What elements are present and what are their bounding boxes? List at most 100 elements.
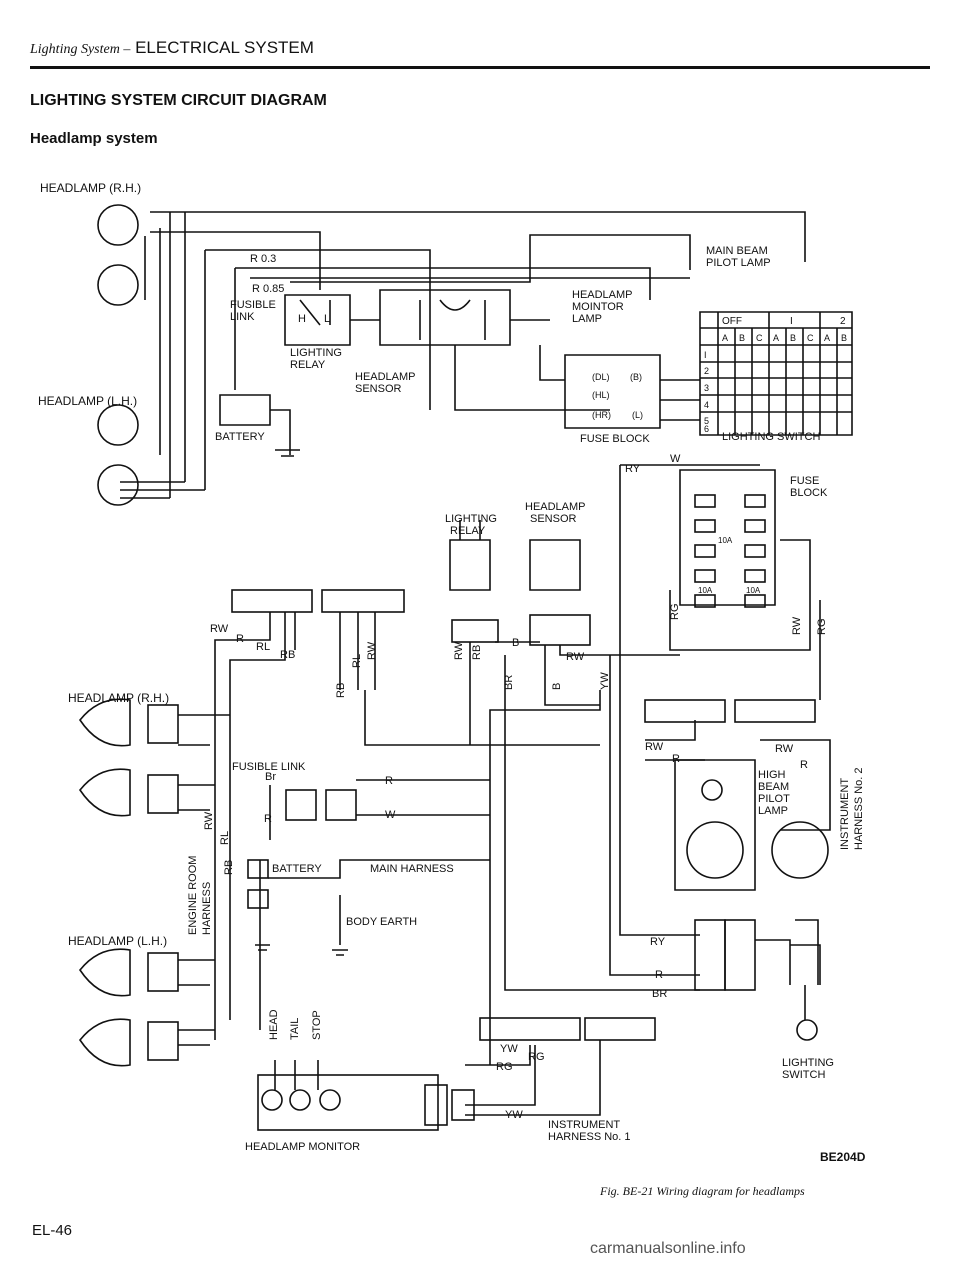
label-relay: RELAY [290,359,326,371]
label-hl: (HL) [592,390,610,400]
header-rule [30,66,930,69]
label-fuse-10a-2: 10A [698,586,713,595]
switch-pos-off: OFF [722,316,742,327]
label-pilot-lamp: PILOT LAMP [706,257,771,269]
wire-rb-v: RB [335,683,347,698]
label-main-beam: MAIN BEAM [706,245,768,257]
wire-br-lower: BR [652,988,667,1000]
wire-yw-v: YW [599,672,611,690]
switch-pos-1: I [790,316,793,327]
switch-col-c2: C [807,333,814,343]
label-instrument-v: INSTRUMENT [839,778,851,850]
wire-r-3: R [800,759,808,771]
label-tail-v: TAIL [289,1018,301,1040]
label-body-earth: BODY EARTH [346,916,417,928]
switch-col-c1: C [756,333,763,343]
label-instrument-harness-1-a: INSTRUMENT [548,1119,620,1131]
wire-b-1: B [512,637,519,649]
label-fuse-lower: FUSE [790,475,819,487]
wire-r-1: R [236,633,244,645]
switch-col-a2: A [773,333,779,343]
figure-caption: Fig. BE-21 Wiring diagram for headlamps [600,1184,805,1198]
switch-row-3: 3 [704,383,709,393]
wire-rw-v4: RW [203,811,215,830]
label-head-v: HEAD [268,1009,280,1040]
switch-row-6: 6 [704,424,709,434]
wire-rw-v3: RW [791,616,803,635]
wire-rb-1: RB [280,649,295,661]
label-engine-room-v: ENGINE ROOM [187,856,199,935]
wire-b-v: B [551,683,563,690]
wire-rg-v1: RG [669,604,681,621]
label-fusible: FUSIBLE [230,299,276,311]
wire-r-5: R [264,813,272,825]
wire-rb-v2: RB [471,645,483,660]
label-fuse-block-top: FUSE BLOCK [580,433,650,445]
header-section: Lighting System – ELECTRICAL SYSTEM [30,38,314,57]
label-stop-v: STOP [311,1010,323,1040]
wire-rw-4: RW [775,743,794,755]
label-ry-top: RY [625,463,641,475]
label-b-term: (B) [630,372,642,382]
label-headlamp-sensor-lower-b: SENSOR [530,513,577,525]
wire-rl-1: RL [256,641,270,653]
label-l-term: (L) [632,410,643,420]
label-headlamp-monitor-bottom: HEADLAMP MONITOR [245,1141,360,1153]
wire-rb-v3: RB [223,860,235,875]
label-fuse-085: R 0.85 [252,283,284,295]
switch-row-5: 5 [704,416,709,426]
label-main-harness: MAIN HARNESS [370,863,454,875]
label-headlamp-rh-top: HEADLAMP (R.H.) [40,181,141,195]
label-lighting: LIGHTING [290,347,342,359]
label-link: LINK [230,311,255,323]
wire-rw-v2: RW [453,641,465,660]
switch-col-a3: A [824,333,830,343]
label-headlamp-monitor-a: HEADLAMP [572,289,633,301]
wire-br-v: BR [503,675,515,690]
label-headlamp-monitor-c: LAMP [572,313,602,325]
wire-rw-1: RW [210,623,229,635]
label-headlamp-lh-lower: HEADLAMP (L.H.) [68,934,167,948]
wire-br: Br [265,771,276,783]
label-lighting-relay-lower-b: RELAY [450,525,486,537]
switch-row-1: I [704,350,707,360]
label-lighting-relay-lower-a: LIGHTING [445,513,497,525]
label-fusible-link-lower: FUSIBLE LINK [232,761,306,773]
label-h: H [298,313,306,325]
wire-r-2: R [672,753,680,765]
page-number: EL-46 [32,1222,73,1239]
label-headlamp-sensor-a: HEADLAMP [355,371,416,383]
label-lamp-lower: LAMP [758,805,788,817]
label-headlamp-rh-lower: HEADLAMP (R.H.) [68,691,169,705]
label-battery-lower: BATTERY [272,863,322,875]
figure-code: BE204D [820,1150,866,1164]
switch-col-a1: A [722,333,728,343]
label-l: L [324,313,330,325]
label-fuse-03: R 0.3 [250,253,276,265]
wire-w-2: W [385,809,396,821]
label-harness-no2-v: HARNESS No. 2 [853,767,865,850]
wire-rl-v2: RL [219,831,231,845]
wire-ry-lower: RY [650,936,666,948]
wire-r-4: R [385,775,393,787]
label-headlamp-monitor-b: MOINTOR [572,301,624,313]
switch-row-2: 2 [704,366,709,376]
watermark: carmanualsonline.info [590,1240,746,1257]
wire-rl-v: RL [351,654,363,668]
switch-pos-2: 2 [840,316,846,327]
wire-rg-2: RG [496,1061,513,1073]
label-high: HIGH [758,769,786,781]
label-w-top: W [670,453,681,465]
label-dl: (DL) [592,372,610,382]
label-hr: (HR) [592,410,611,420]
header-system-label: ELECTRICAL SYSTEM [135,38,314,57]
label-headlamp-sensor-lower-a: HEADLAMP [525,501,586,513]
label-harness-v: HARNESS [201,882,213,935]
header-section-label: Lighting System – [30,42,131,57]
label-instrument-harness-1-b: HARNESS No. 1 [548,1131,631,1143]
wire-rg-1: RG [528,1051,545,1063]
page-title: LIGHTING SYSTEM CIRCUIT DIAGRAM [30,92,327,109]
switch-row-4: 4 [704,400,709,410]
label-lighting-switch-lower-a: LIGHTING [782,1057,834,1069]
wire-rw-3: RW [645,741,664,753]
